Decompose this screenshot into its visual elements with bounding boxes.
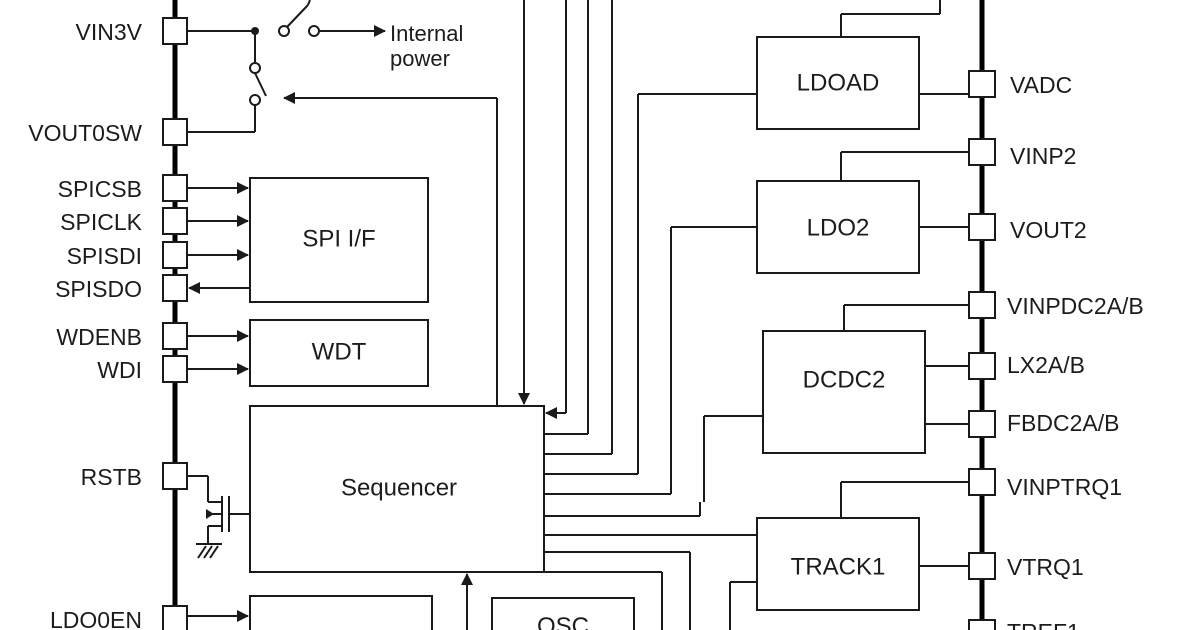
top-bus-wires	[518, 0, 613, 455]
block-osc	[491, 597, 635, 630]
pin-lx2ab	[968, 352, 996, 380]
block-label-osc: OSC	[537, 613, 589, 630]
pin-label-vin3v: VIN3V	[76, 19, 143, 45]
pin-wdenb	[162, 322, 188, 350]
rstb-transistor	[188, 475, 250, 559]
pin-wdi	[162, 355, 188, 383]
pin-label-vout2: VOUT2	[1010, 217, 1087, 243]
pin-spiclk	[162, 207, 188, 235]
pin-vtrq1	[968, 552, 996, 580]
pin-label-vadc: VADC	[1010, 72, 1072, 98]
block-ldoad	[756, 36, 920, 130]
pin-vout0sw	[162, 118, 188, 146]
pin-vout2	[968, 213, 996, 241]
pin-label-wdenb: WDENB	[56, 324, 142, 350]
pin-label-spicsb: SPICSB	[58, 176, 142, 202]
pin-vinptrq1	[968, 468, 996, 496]
pin-label-ldo0en: LDO0EN	[50, 607, 142, 630]
block-spi-if	[249, 177, 429, 303]
block-label-dcdc2: DCDC2	[803, 366, 886, 393]
block-label-track1: TRACK1	[791, 553, 886, 580]
block-sequencer	[249, 405, 545, 573]
pin-label-vout0sw: VOUT0SW	[28, 120, 142, 146]
wdt-signals	[188, 330, 249, 375]
block-label-ldoad: LDOAD	[797, 69, 880, 96]
block-track1	[756, 517, 920, 611]
internal-power-label-line1: Internal	[390, 21, 463, 46]
pin-tref1	[968, 619, 996, 630]
pin-label-spisdo: SPISDO	[55, 276, 142, 302]
block-ldo0-partial	[249, 595, 433, 630]
track1-wires	[729, 481, 968, 630]
internal-power-switch	[188, 0, 498, 406]
pin-label-tref1: TREF1	[1007, 619, 1080, 630]
pin-label-fbdc2ab: FBDC2A/B	[1007, 410, 1119, 436]
dcdc2-wires	[843, 304, 968, 425]
pin-label-spiclk: SPICLK	[60, 209, 142, 235]
pin-fbdc2ab	[968, 410, 996, 438]
pin-spicsb	[162, 174, 188, 202]
internal-power-label-line2: power	[390, 46, 450, 71]
pin-label-vinpdc2ab: VINPDC2A/B	[1007, 293, 1144, 319]
ldoad-top-wire	[840, 0, 941, 37]
pin-vadc	[968, 70, 996, 98]
block-dcdc2	[762, 330, 926, 454]
block-label-wdt: WDT	[312, 338, 367, 365]
block-label-spi-if: SPI I/F	[302, 225, 375, 252]
pin-label-vinptrq1: VINPTRQ1	[1007, 474, 1122, 500]
pin-label-vtrq1: VTRQ1	[1007, 554, 1084, 580]
pin-spisdo	[162, 274, 188, 302]
pin-vin3v	[162, 17, 188, 45]
block-label-ldo2: LDO2	[807, 214, 870, 241]
pin-rstb	[162, 462, 188, 490]
sequencer-outputs	[544, 93, 763, 630]
spi-signals	[188, 182, 250, 294]
pin-vinpdc2ab	[968, 291, 996, 319]
pin-label-rstb: RSTB	[81, 464, 142, 490]
pin-vinp2	[968, 138, 996, 166]
pin-label-vinp2: VINP2	[1010, 143, 1076, 169]
pin-label-lx2ab: LX2A/B	[1007, 352, 1085, 378]
ldo2-wires	[840, 151, 968, 228]
pin-ldo0en	[162, 605, 188, 630]
pin-label-spisdi: SPISDI	[67, 243, 142, 269]
block-wdt	[249, 319, 429, 387]
block-ldo2	[756, 180, 920, 274]
block-label-sequencer: Sequencer	[341, 474, 457, 501]
pin-spisdi	[162, 241, 188, 269]
pin-label-wdi: WDI	[97, 357, 142, 383]
